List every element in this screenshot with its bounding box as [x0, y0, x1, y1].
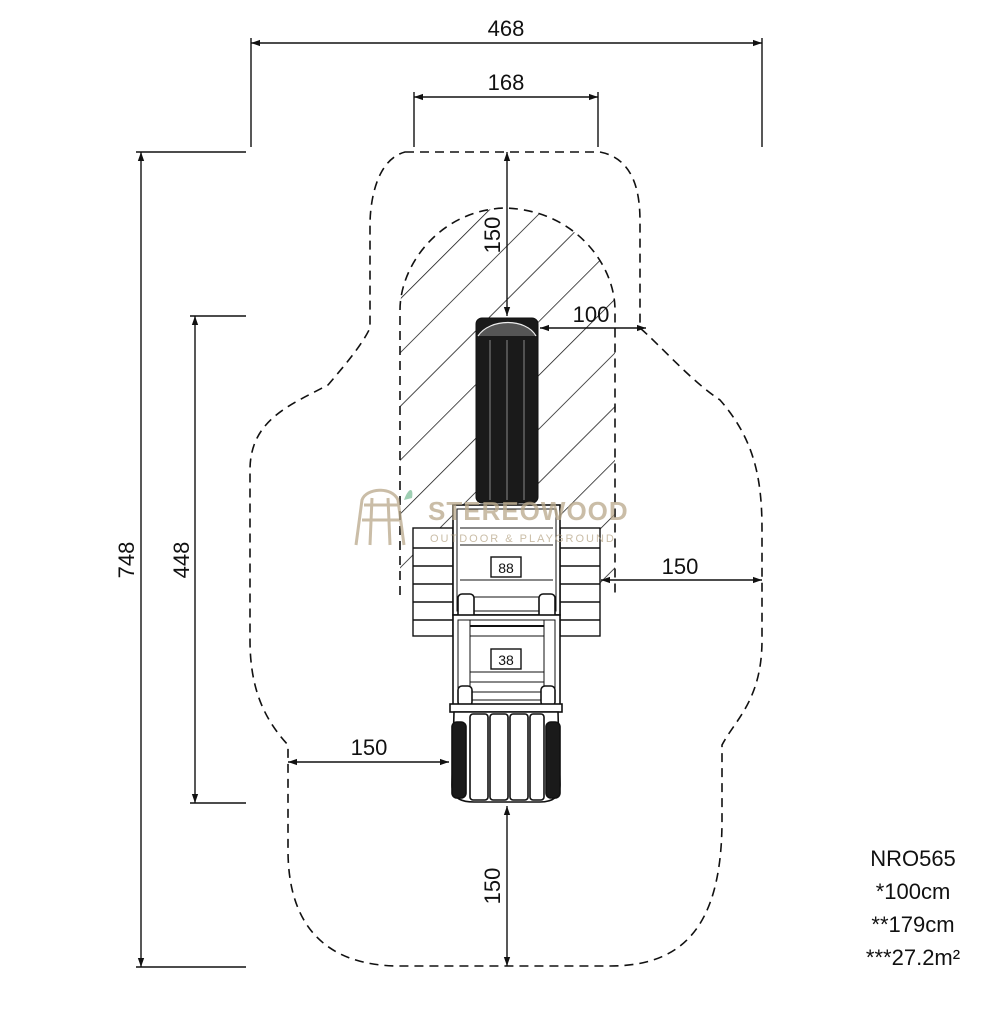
dimension-slide-side-clearance-label: 100 [573, 302, 610, 327]
platform-height-38-label: 38 [498, 652, 514, 668]
logo-chair-icon [354, 488, 406, 546]
product-info-block: NRO565 *100cm **179cm ***27.2m² [838, 842, 988, 974]
dimension-equipment-length-label: 448 [169, 542, 194, 579]
watermark-brand: STEREOWOOD [428, 496, 629, 526]
total-height: **179cm [871, 912, 955, 937]
dimension-overall-length [136, 151, 246, 968]
dimension-tower-zone-label: 168 [488, 70, 525, 95]
dimension-overall-length-label: 748 [114, 542, 139, 579]
platform-height-88-label: 88 [498, 560, 514, 576]
free-fall-height: *100cm [875, 879, 951, 904]
platform-height-38: 38 [490, 648, 522, 670]
safety-area: ***27.2m² [865, 945, 961, 970]
platform-height-88: 88 [490, 556, 522, 578]
dimension-equipment-length [190, 315, 246, 804]
outer-safety-zone [249, 151, 763, 967]
watermark-tagline: OUTDOOR & PLAYGROUND [430, 533, 616, 545]
stereowood-watermark: STEREOWOOD OUTDOOR & PLAYGROUND [354, 488, 629, 546]
dimension-overall-width [250, 38, 763, 147]
climbing-ramp [449, 703, 563, 803]
product-code: NRO565 [870, 846, 956, 871]
dimension-slide-top-clearance-label: 150 [480, 217, 505, 254]
dimension-overall-width-label: 468 [488, 16, 525, 41]
dimension-right-clearance-label: 150 [662, 554, 699, 579]
logo-leaf-icon [404, 489, 413, 500]
dimension-tower-zone [413, 92, 599, 147]
side-rails [412, 527, 601, 637]
slide [475, 317, 539, 504]
dimension-bottom-clearance-label: 150 [480, 868, 505, 905]
dimension-left-clearance-label: 150 [351, 735, 388, 760]
